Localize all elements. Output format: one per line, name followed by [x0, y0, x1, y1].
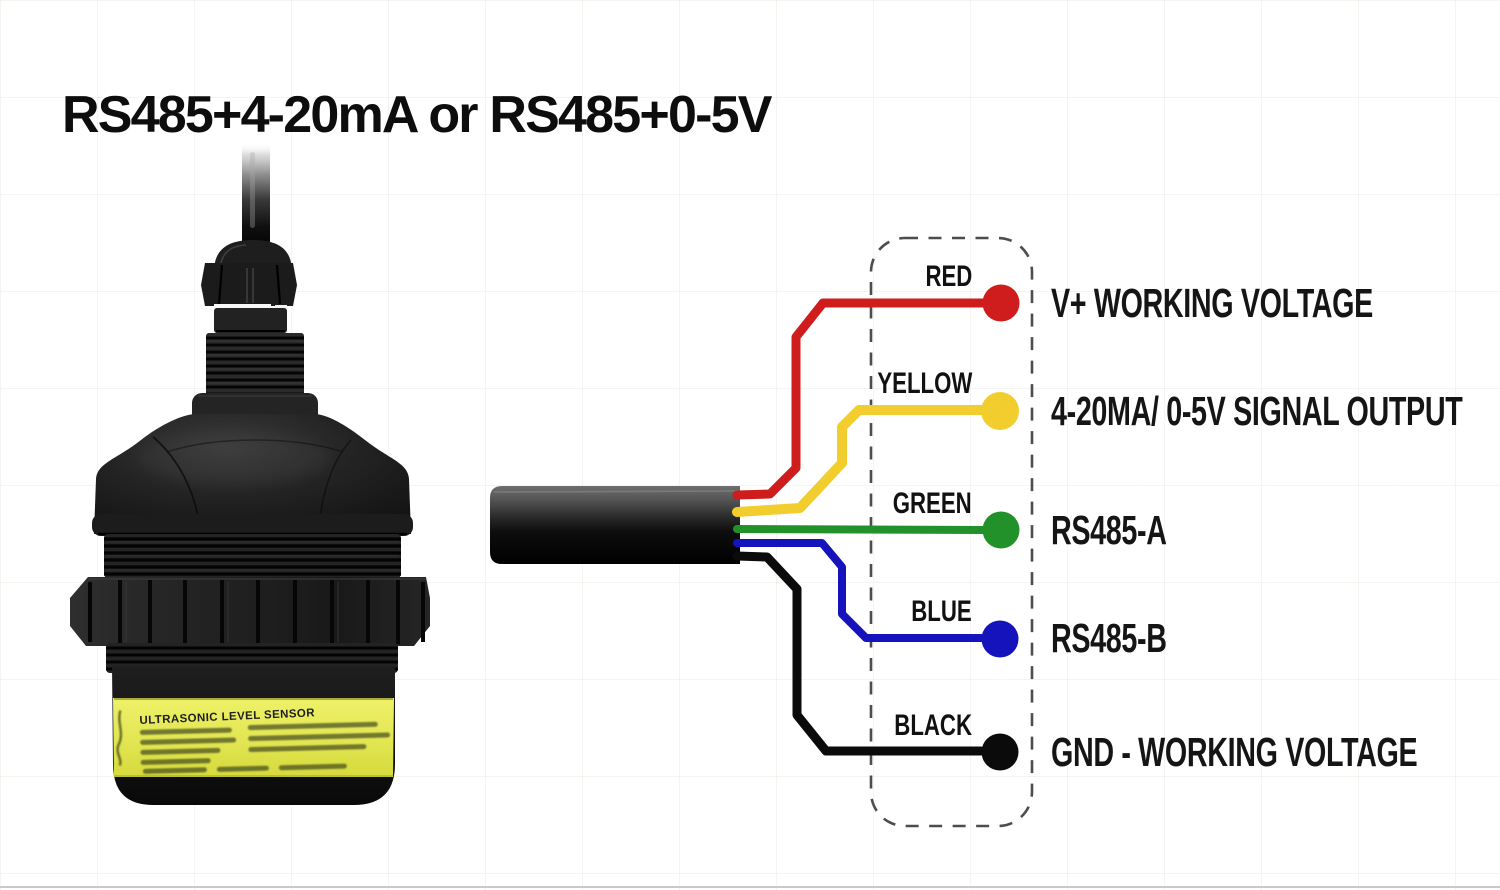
wire-green-path: [733, 525, 987, 534]
neck-threads: [206, 336, 304, 396]
ring-notch-highlights: [125, 582, 339, 642]
threads-lower-lines: [106, 646, 398, 671]
gland-collar: [214, 308, 287, 333]
wire-yellow: [732, 392, 1019, 517]
wire-yellow-terminal: [981, 392, 1019, 430]
threads-lower: [106, 643, 398, 673]
shoulder-lip: [92, 514, 413, 536]
wire-label-green: GREEN: [893, 487, 972, 520]
wire-black-path: [732, 551, 986, 756]
nut-facet-lines: [217, 264, 282, 305]
wire-red-terminal: [982, 284, 1020, 322]
lock-ring: [70, 577, 430, 646]
cable-highlight: [250, 152, 255, 228]
terminal-group-outline: [869, 236, 1034, 828]
wire-blue-terminal: [981, 620, 1019, 658]
wire-red: [732, 284, 1020, 500]
bottom-divider: [0, 886, 1500, 888]
nut-highlight: [246, 268, 254, 303]
cable-gland-nut: [201, 263, 297, 306]
wire-label-red: RED: [925, 260, 972, 293]
threads-upper-highlights: [106, 541, 399, 571]
label-fineprint: [116, 710, 391, 774]
wire-blue: [733, 539, 1019, 658]
sensor-photo: ULTRASONIC LEVEL SENSOR: [70, 143, 430, 805]
wire-green: [733, 511, 1020, 549]
wire-black: [732, 551, 1019, 771]
cable-sheath-highlight: [493, 490, 739, 493]
ring-notches: [88, 580, 425, 644]
wire-function-black: GND - WORKING VOLTAGE: [1051, 729, 1418, 775]
wire-function-blue: RS485-B: [1051, 615, 1167, 661]
neck-thread-highlights: [208, 340, 302, 384]
sensor-cable-sheath: [490, 486, 740, 564]
wire-label-yellow: YELLOW: [877, 367, 972, 400]
wire-blue-path: [733, 539, 985, 642]
wire-function-yellow: 4-20MA/ 0-5V SIGNAL OUTPUT: [1051, 388, 1463, 434]
wire-label-blue: BLUE: [911, 595, 972, 628]
sensor-top-cable: [242, 143, 270, 255]
label-content: ULTRASONIC LEVEL SENSOR: [116, 707, 391, 774]
wire-green-terminal: [982, 511, 1020, 549]
dome-seam-top: [166, 439, 344, 453]
dome-sheen: [140, 432, 330, 484]
threads-upper-lines: [104, 537, 401, 576]
wire-function-green: RS485-A: [1051, 507, 1167, 553]
wire-black-terminal: [981, 733, 1019, 771]
page-title: RS485+4-20mA or RS485+0-5V: [62, 85, 772, 144]
wire-red-path: [732, 298, 989, 500]
gland-gap-2: [275, 305, 287, 309]
wire-label-black: BLACK: [894, 709, 972, 742]
wire-yellow-path: [732, 405, 986, 517]
gland-gap: [214, 304, 271, 309]
wire-function-red: V+ WORKING VOLTAGE: [1051, 280, 1373, 326]
